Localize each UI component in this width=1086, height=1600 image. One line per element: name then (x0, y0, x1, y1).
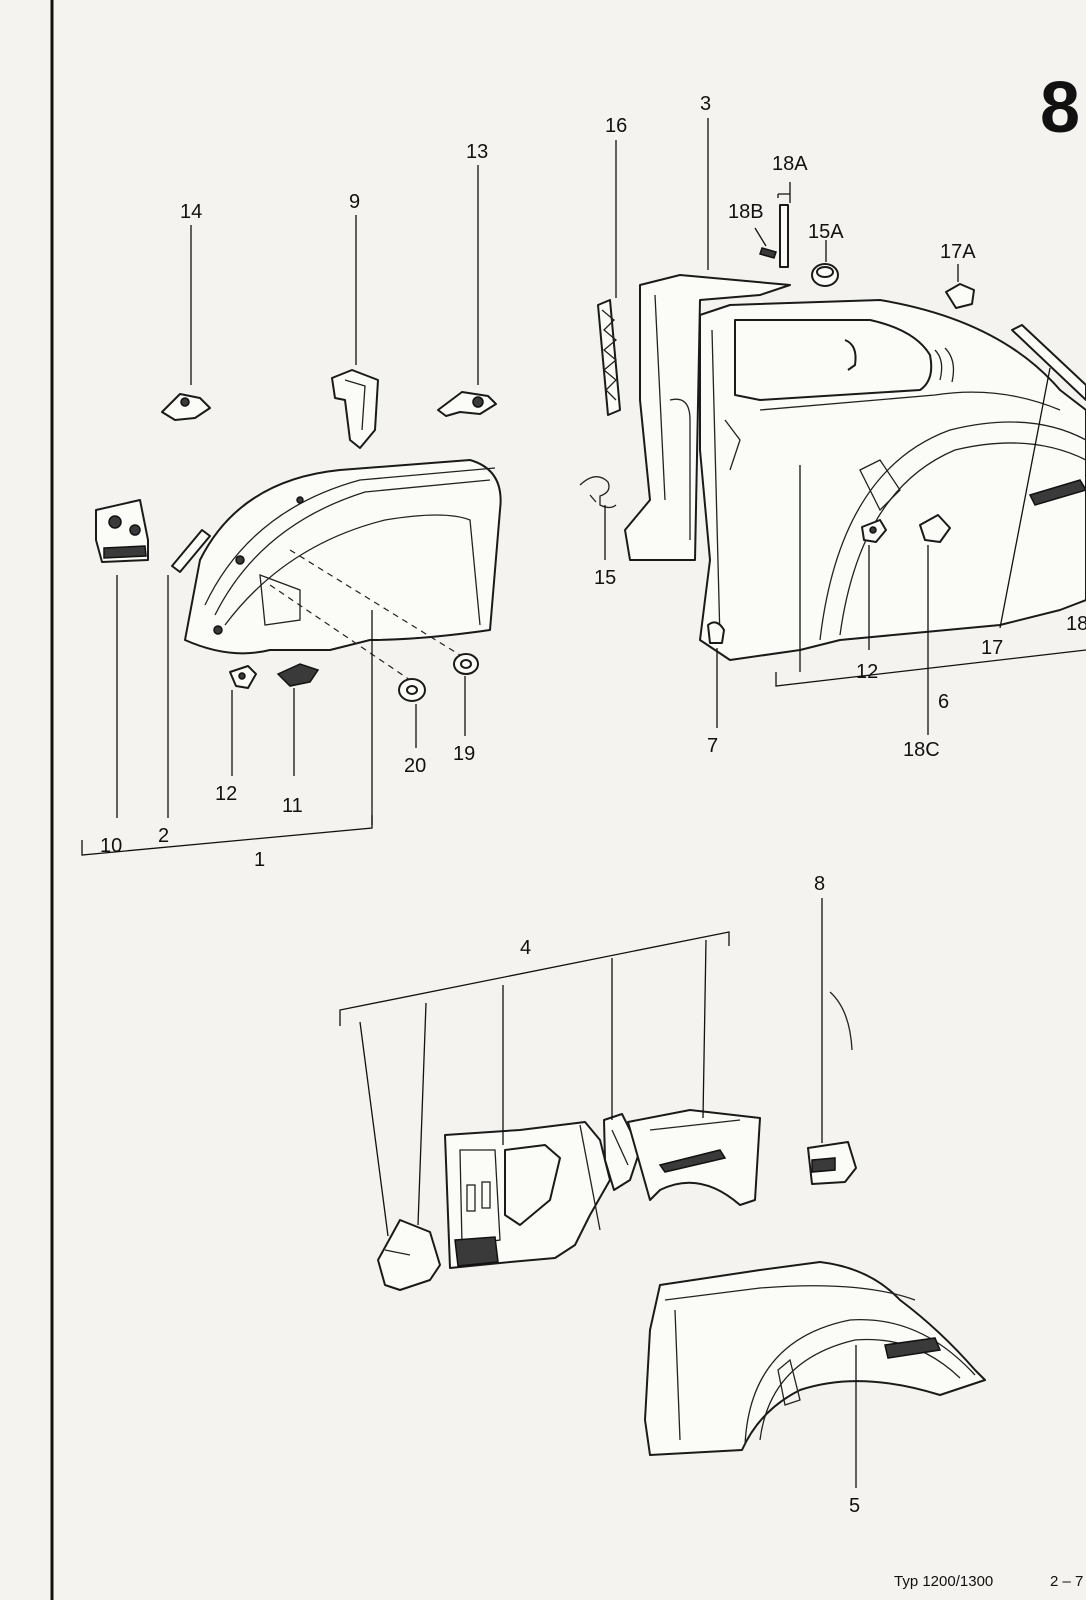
label-6: 6 (938, 691, 949, 713)
group-1-bracket (81, 815, 373, 856)
part-2-seal-strip (171, 529, 211, 573)
label-18a: 18A (772, 153, 808, 175)
footer-type-label: Typ 1200/1300 (894, 1573, 993, 1590)
label-2: 2 (158, 825, 169, 847)
label-4: 4 (520, 937, 531, 959)
label-16: 16 (605, 115, 627, 137)
part-18c-clip (919, 514, 951, 543)
group-6-bracket (775, 649, 1086, 687)
part-20-grommet (398, 678, 426, 702)
part-13-clip (437, 391, 497, 417)
label-15: 15 (594, 567, 616, 589)
part-8-wire (829, 991, 853, 1051)
label-19: 19 (453, 743, 475, 765)
page-number: 8 (1040, 68, 1080, 148)
part-12-clip-right (861, 519, 887, 543)
part-1-front-wheel-arch (184, 459, 502, 655)
part-16-seal (597, 299, 621, 416)
part-15a-plug (811, 263, 839, 287)
label-12-left: 12 (215, 783, 237, 805)
label-3: 3 (700, 93, 711, 115)
group-4-bracket (339, 931, 730, 1026)
label-14: 14 (180, 201, 202, 223)
part-4-rear-arch-section (627, 1109, 761, 1206)
label-18: 18 (1066, 613, 1086, 635)
label-5: 5 (849, 1495, 860, 1517)
part-8-bracket (807, 1141, 857, 1185)
fastener-dash-line-2 (289, 549, 461, 656)
label-7: 7 (707, 735, 718, 757)
part-14-clip (161, 393, 211, 421)
label-17a: 17A (940, 241, 976, 263)
part-15-wire-clip (579, 476, 617, 509)
footer-page-code: 2 – 7 (1050, 1573, 1083, 1590)
part-4-inner-side-panel (444, 1121, 611, 1269)
label-10: 10 (100, 835, 122, 857)
part-17-seal-strip (1011, 324, 1086, 401)
part-11-fastener (276, 663, 320, 687)
label-17: 17 (981, 637, 1003, 659)
part-7-plug (707, 621, 725, 644)
part-18b-screw (759, 247, 777, 259)
label-18c: 18C (903, 739, 940, 761)
part-19-grommet (453, 653, 479, 675)
part-6-rear-quarter-panel (699, 299, 1086, 661)
part-10-bracket (95, 499, 149, 563)
label-20: 20 (404, 755, 426, 777)
label-15a: 15A (808, 221, 844, 243)
label-8: 8 (814, 873, 825, 895)
label-18b: 18B (728, 201, 764, 223)
label-1: 1 (254, 849, 265, 871)
part-18a-rod (779, 204, 789, 268)
part-3-door-pillar (624, 274, 791, 561)
part-4-front-corner-piece (377, 1219, 441, 1291)
label-13: 13 (466, 141, 488, 163)
part-17a-clip (945, 283, 975, 309)
label-9: 9 (349, 191, 360, 213)
label-12-right: 12 (856, 661, 878, 683)
part-9-bracket (331, 369, 379, 449)
label-11: 11 (282, 795, 303, 817)
part-12-clip-left (229, 665, 257, 689)
part-5-rear-wing (644, 1261, 986, 1456)
